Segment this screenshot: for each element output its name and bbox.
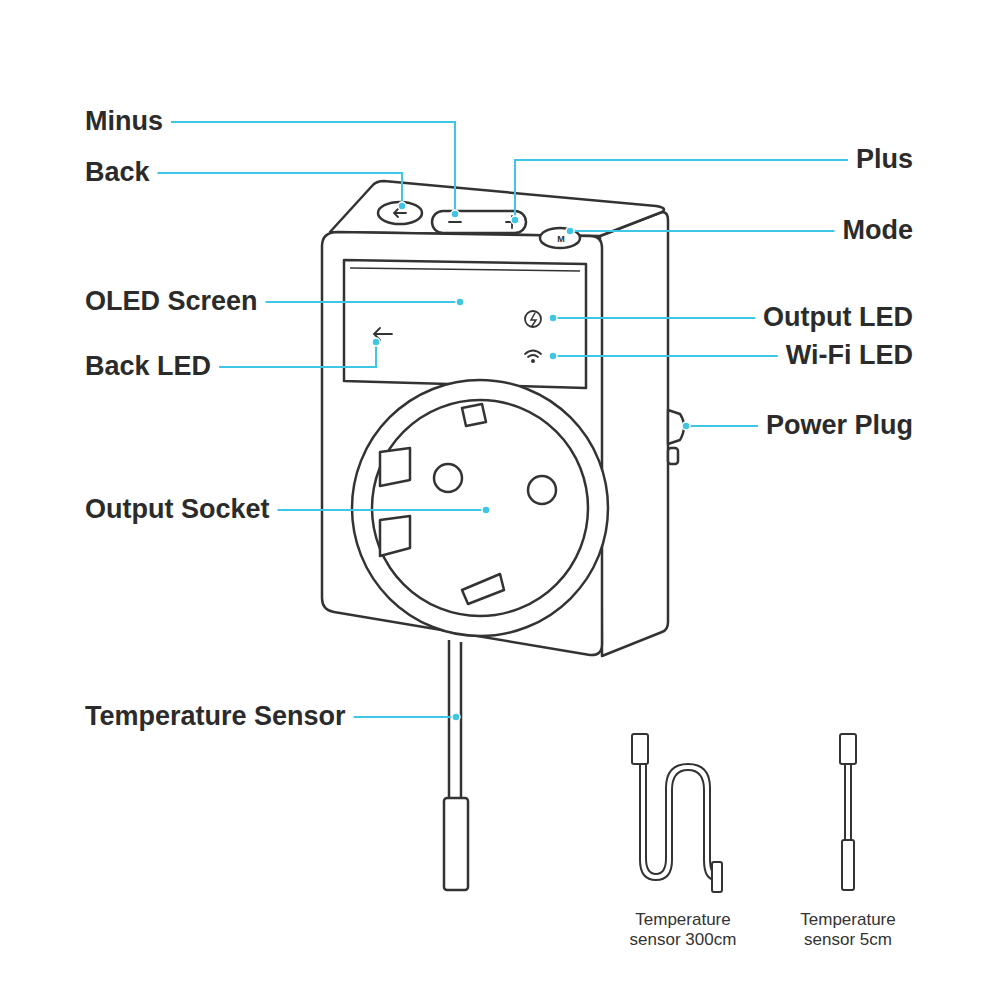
part-label: Output LED (763, 302, 913, 333)
oled-screen (344, 260, 586, 388)
part-label: Minus (85, 106, 163, 137)
leader-dot (682, 422, 690, 430)
leader-dot (451, 210, 459, 218)
leader-line (171, 122, 455, 214)
part-label: Plus (856, 144, 913, 175)
leader-line (219, 342, 376, 367)
leader-dot (549, 314, 557, 322)
accessory-sensor-5cm (840, 734, 856, 890)
leader-dot (456, 298, 464, 306)
part-label: Wi-Fi LED (786, 340, 913, 371)
part-label: Mode (843, 215, 914, 246)
leader-line (515, 160, 848, 220)
housing-top (330, 181, 664, 236)
part-label: Output Socket (85, 494, 270, 525)
leader-dot (482, 506, 490, 514)
part-label: Back LED (85, 351, 211, 382)
temperature-sensor (444, 798, 468, 890)
minus-plus-button (432, 211, 526, 233)
back-button (378, 202, 422, 224)
accessory-caption: Temperature sensor 5cm (773, 910, 923, 949)
leader-dot (511, 216, 519, 224)
leader-line (553, 355, 778, 357)
leader-line (686, 425, 758, 427)
leader-dot (549, 352, 557, 360)
part-label: OLED Screen (85, 286, 258, 317)
leader-dot (372, 338, 380, 346)
leader-dot (452, 713, 460, 721)
output-socket (352, 380, 608, 636)
button-letter: M (557, 234, 565, 244)
leader-line (553, 317, 755, 319)
leader-line (266, 301, 460, 303)
leader-line (278, 509, 486, 511)
part-label: Temperature Sensor (85, 701, 346, 732)
housing-side (600, 212, 668, 656)
mode-button (540, 228, 580, 248)
leader-line (354, 716, 456, 718)
accessory-caption: Temperature sensor 300cm (608, 910, 758, 949)
part-label: Back (85, 157, 150, 188)
leader-line (158, 173, 402, 206)
leader-dot (566, 227, 574, 235)
accessory-sensor-300cm (632, 734, 722, 892)
leader-dot (398, 202, 406, 210)
leader-line (570, 230, 835, 232)
part-label: Power Plug (766, 410, 913, 441)
